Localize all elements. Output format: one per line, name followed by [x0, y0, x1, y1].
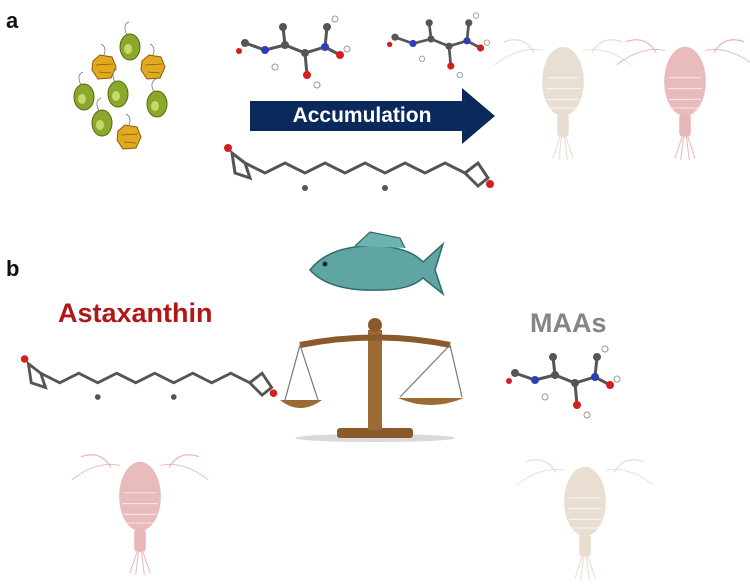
maa-molecule-icon	[506, 345, 621, 419]
accumulation-arrow	[250, 88, 495, 144]
astaxanthin-molecule-icon	[224, 144, 494, 191]
copepod-icon	[494, 39, 632, 161]
copepod-icon	[516, 459, 654, 581]
panel-label-a: a	[6, 8, 19, 33]
copepod-icon	[616, 39, 750, 161]
astaxanthin-molecule-icon	[20, 355, 278, 400]
copepod-icon	[71, 454, 209, 576]
accumulation-label: Accumulation	[292, 104, 432, 127]
fish-icon	[309, 231, 445, 297]
maa-molecule-icon	[386, 12, 490, 79]
maas-label: MAAs	[530, 308, 607, 338]
panel-label-b: b	[6, 256, 20, 281]
astaxanthin-label: Astaxanthin	[58, 298, 213, 328]
maa-molecule-icon	[236, 15, 351, 89]
balance-scale-icon	[280, 318, 464, 442]
microalgae-icon	[73, 21, 168, 150]
